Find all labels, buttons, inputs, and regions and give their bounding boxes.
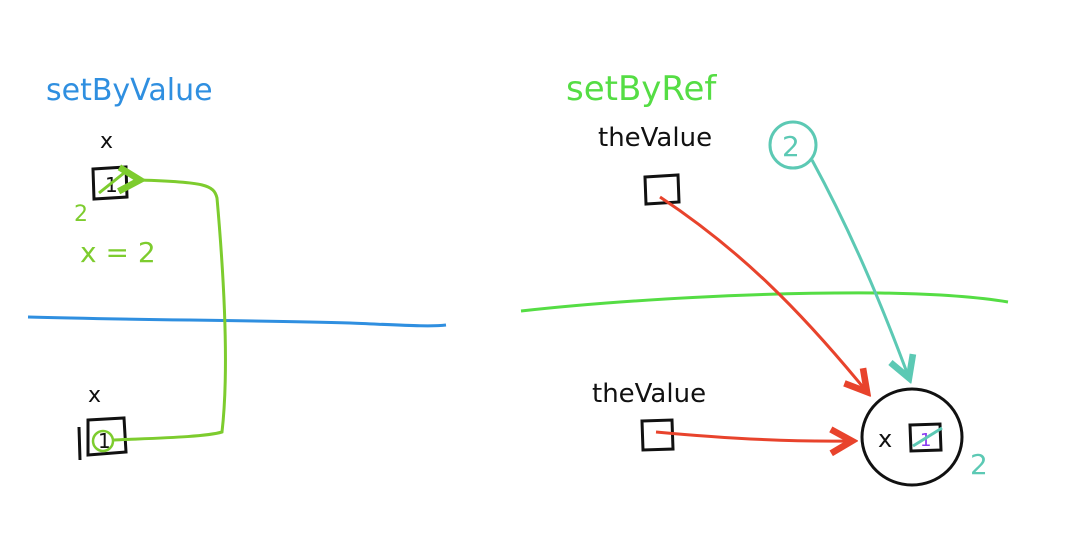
circle-x-box-value: 1 <box>920 430 931 451</box>
top-x-box <box>91 165 129 201</box>
circle-x-new-value: 2 <box>970 448 988 481</box>
circle-x-label: x <box>878 425 892 453</box>
bottom-x-label: x <box>88 383 101 408</box>
set-by-ref-panel: setByRef theValue 2 theValue x 1 2 <box>520 69 1009 487</box>
bottom-the-value-box <box>640 418 675 452</box>
bottom-x-circle <box>91 429 115 453</box>
top-the-value-label: theValue <box>598 123 712 153</box>
set-by-value-title: setByValue <box>46 73 213 108</box>
top-x-label: x <box>100 129 113 154</box>
bottom-x-box-value: 1 <box>98 429 111 453</box>
green-divider-line <box>520 291 1009 313</box>
step-2-marker-label: 2 <box>782 130 800 163</box>
shared-variable-circle <box>860 387 964 487</box>
bottom-the-value-label: theValue <box>592 379 706 409</box>
x-equals-2-label: x = 2 <box>80 236 156 269</box>
top-x-new-value: 2 <box>74 202 88 227</box>
bottom-x-box-extra-stroke <box>77 426 82 461</box>
step-2-marker-circle <box>768 120 818 170</box>
top-the-value-box <box>643 173 681 206</box>
circle-x-strike <box>912 426 943 448</box>
ref-diagonal-arrow <box>659 195 867 392</box>
blue-divider-line <box>27 315 447 328</box>
bottom-x-box <box>86 416 128 457</box>
circle-x-box <box>908 422 943 453</box>
step-2-arrow <box>810 159 909 378</box>
value-copy-arrow <box>113 180 227 442</box>
set-by-value-panel: setByValue x 1 2 x = 2 x 1 <box>27 73 447 461</box>
set-by-ref-title: setByRef <box>566 69 717 109</box>
ref-horizontal-arrow <box>655 432 852 441</box>
